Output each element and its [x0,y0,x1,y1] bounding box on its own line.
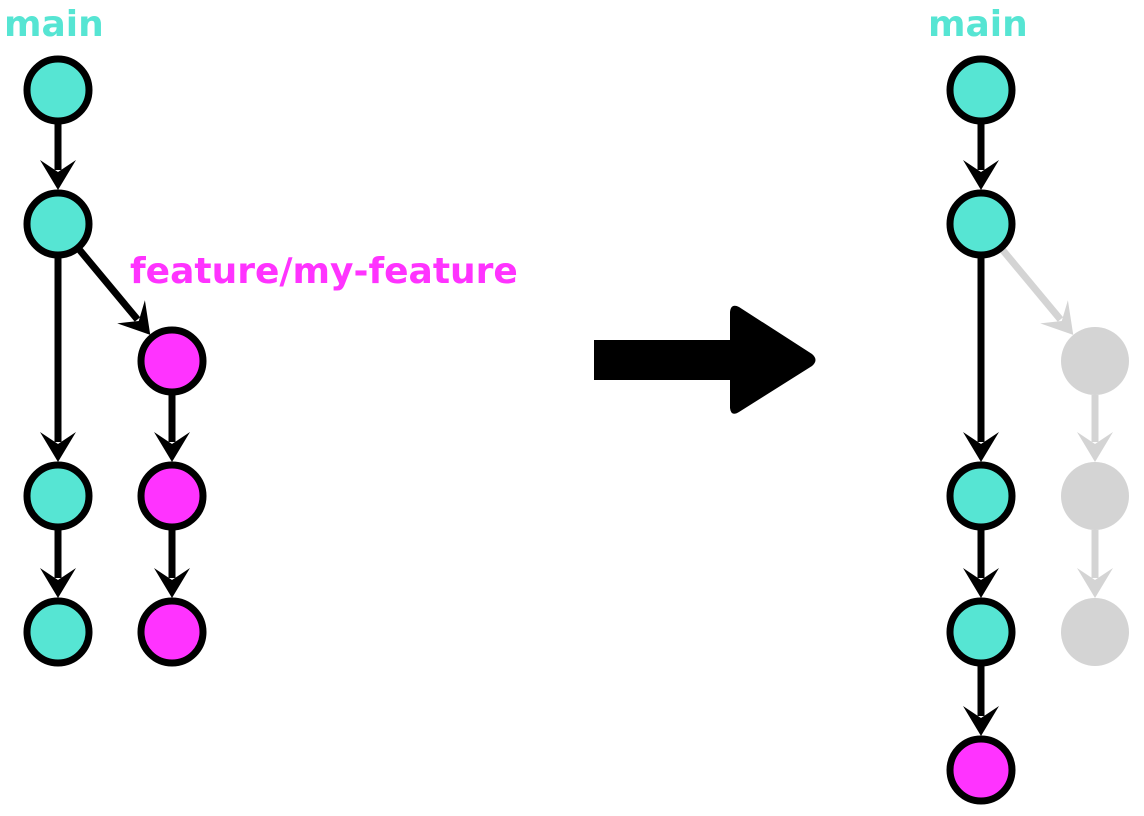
ghost-edge-arrowhead [1077,432,1113,462]
main-commit-after [946,55,1016,125]
branch-edge [77,247,151,335]
main-commit-after [946,461,1016,531]
ghost-edge [1077,395,1113,462]
branch-edge-line [77,247,141,322]
feature-commit [137,597,207,667]
ghost-edge [1077,530,1113,598]
ghost-commit [1061,327,1129,395]
main-edge-after-arrowhead [963,706,999,736]
before-edges [40,124,190,598]
main-commit [23,55,93,125]
feature-branch-label: feature/my-feature [130,251,518,292]
feature-edge [154,395,190,462]
ghost-nodes [1061,327,1129,666]
feature-edge-arrowhead [154,432,190,462]
main-commit [23,597,93,667]
main-edge [40,258,76,462]
main-branch-label-after: main [928,4,1028,45]
main-edge [40,124,76,190]
main-edge-after [963,258,999,462]
main-edge-after-arrowhead [963,568,999,598]
main-edge-arrowhead [40,160,76,190]
main-edge-after [963,666,999,736]
feature-edge [154,530,190,598]
feature-commit [137,461,207,531]
rebased-feature-commit [946,735,1016,805]
ghost-branch-edge [1000,247,1074,335]
ghost-branch-edge-line [1000,247,1064,322]
after-nodes [946,55,1016,805]
main-edge-arrowhead [40,432,76,462]
main-edge-after-arrowhead [963,160,999,190]
arrow-right-icon [594,305,816,414]
main-commit [23,461,93,531]
ghost-branch-edge-arrowhead [1040,300,1074,335]
ghost-commit [1061,598,1129,666]
main-edge-after-arrowhead [963,432,999,462]
main-edge-after [963,530,999,598]
main-commit-after [946,597,1016,667]
main-edge-after [963,124,999,190]
main-branch-label: main [4,4,104,45]
ghost-edge-arrowhead [1077,568,1113,598]
feature-edge-arrowhead [154,568,190,598]
before-nodes [23,55,207,667]
main-edge-arrowhead [40,568,76,598]
ghost-edges [1000,247,1113,598]
branch-edge-arrowhead [117,300,151,335]
main-commit [23,189,93,259]
ghost-commit [1061,462,1129,530]
before-graph: main feature/my-feature [4,4,518,667]
feature-commit [137,326,207,396]
after-edges [963,124,999,736]
main-commit-after [946,189,1016,259]
main-edge [40,530,76,598]
after-graph: main [928,4,1129,805]
